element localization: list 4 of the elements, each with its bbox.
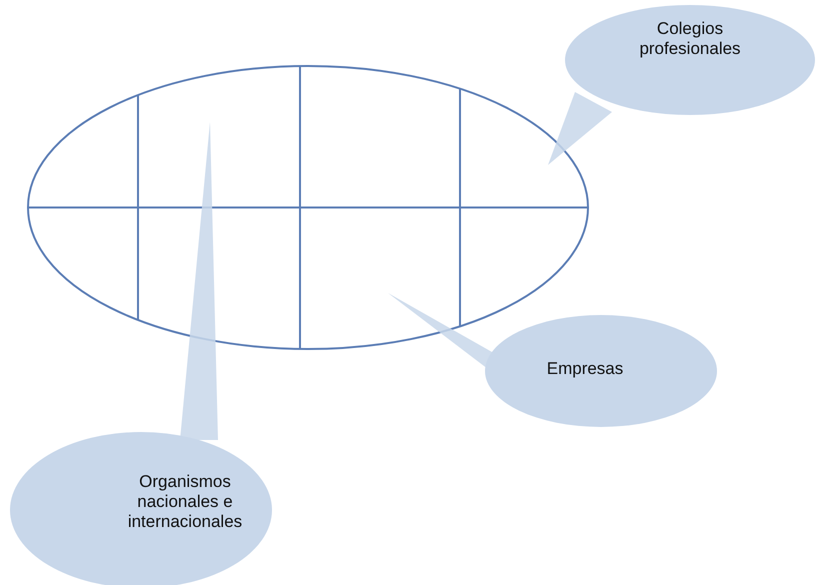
grid-ellipse bbox=[27, 65, 589, 350]
bubble-text: Organismos nacionales e internacionales bbox=[126, 472, 244, 532]
bubble-text: Colegios profesionales bbox=[638, 19, 742, 59]
bubble-text: Empresas bbox=[546, 359, 624, 379]
